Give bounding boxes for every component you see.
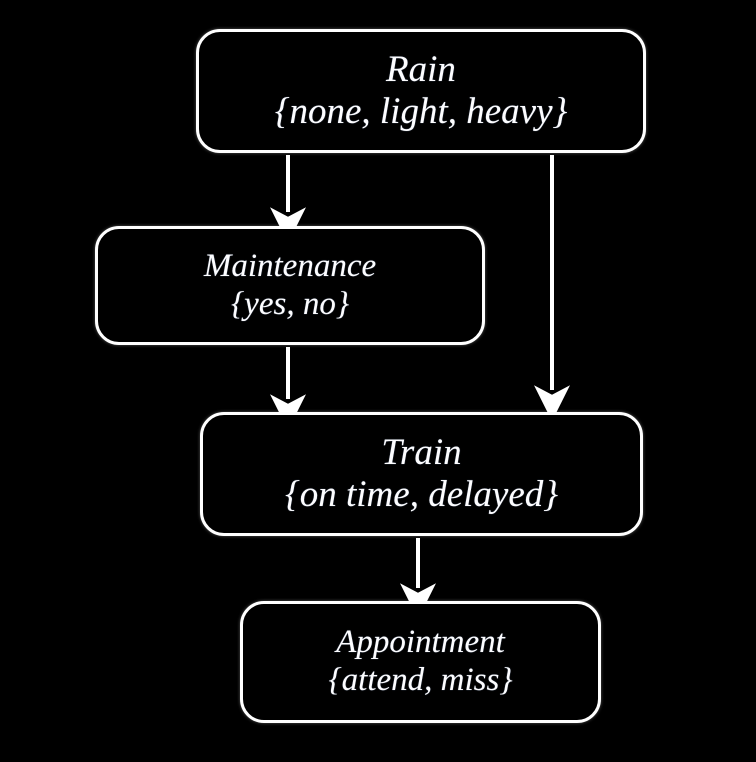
node-train-label: Train — [381, 432, 462, 474]
node-maintenance[interactable]: Maintenance {yes, no} — [95, 226, 485, 345]
node-appointment-label: Appointment — [336, 624, 505, 661]
node-maintenance-label: Maintenance — [203, 247, 377, 284]
node-rain[interactable]: Rain {none, light, heavy} — [196, 29, 646, 153]
node-appointment-states: {attend, miss} — [328, 662, 513, 698]
node-rain-states: {none, light, heavy} — [274, 91, 568, 132]
node-rain-label: Rain — [386, 49, 456, 91]
node-appointment[interactable]: Appointment {attend, miss} — [240, 601, 601, 723]
node-train[interactable]: Train {on time, delayed} — [200, 412, 643, 536]
node-train-states: {on time, delayed} — [284, 474, 559, 515]
node-maintenance-states: {yes, no} — [230, 285, 350, 322]
